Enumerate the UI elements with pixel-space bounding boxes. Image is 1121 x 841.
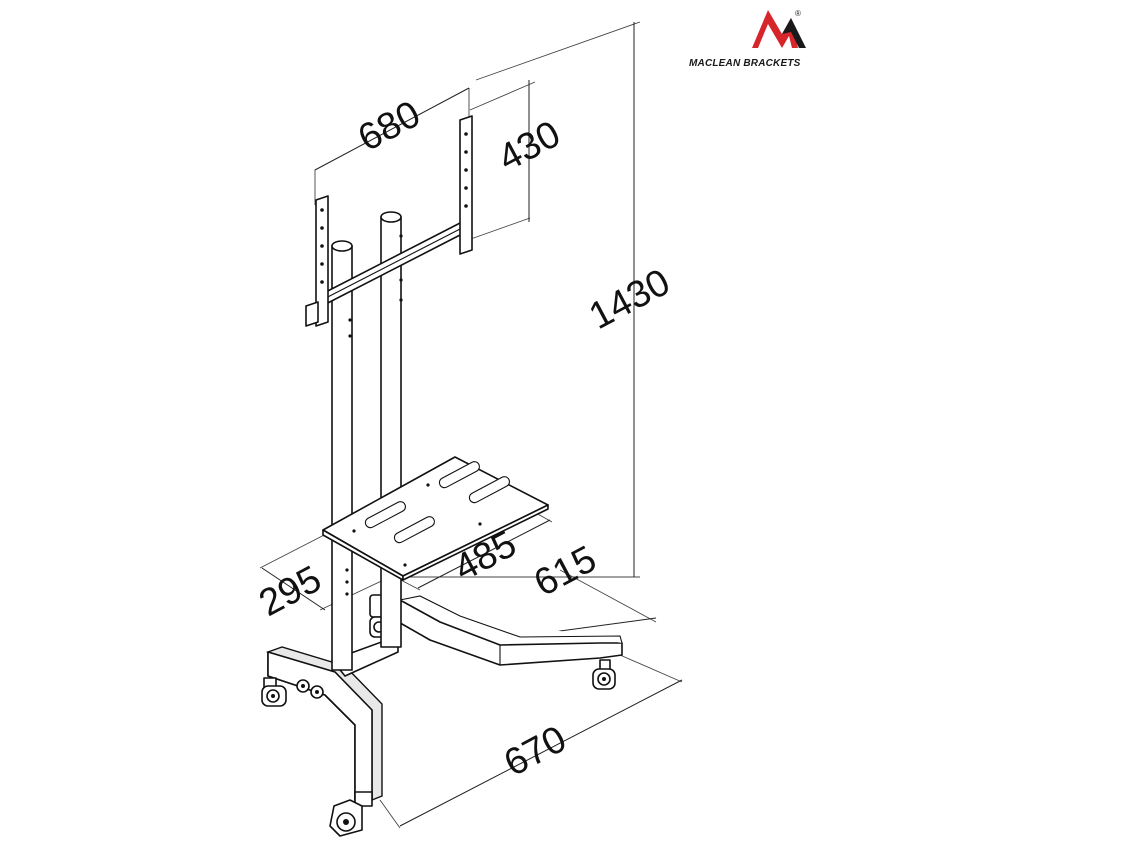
dimension-lines — [259, 21, 683, 829]
dim-label-615: 615 — [528, 538, 604, 605]
dim-label-295: 295 — [253, 558, 329, 625]
shelf-slot-2 — [393, 516, 435, 544]
shelf-slot-4 — [468, 476, 510, 504]
shelf-slot-1 — [364, 501, 406, 529]
brand-name: MACLEAN BRACKETS — [689, 58, 801, 69]
shelf — [322, 456, 549, 581]
logo-registered-mark: ® — [795, 9, 801, 18]
base-front-leg — [261, 635, 399, 837]
column-left — [331, 240, 353, 671]
column-right — [380, 211, 403, 648]
logo-m-dark — [782, 18, 806, 48]
base-rear-leg — [369, 594, 623, 690]
maclean-logo: ® MACLEAN BRACKETS — [689, 9, 806, 69]
dim-label-680: 680 — [352, 93, 428, 160]
vesa-bracket — [305, 115, 473, 327]
caster-front-right — [329, 791, 373, 837]
dim-label-430: 430 — [492, 113, 568, 180]
dim-label-670: 670 — [498, 718, 574, 785]
dim-label-1430: 1430 — [583, 261, 677, 338]
shelf-slot-3 — [438, 461, 480, 489]
logo-m-red — [752, 10, 798, 48]
caster-front-left — [261, 677, 287, 707]
stand-drawing — [261, 115, 623, 837]
caster-rear-right — [592, 659, 616, 690]
